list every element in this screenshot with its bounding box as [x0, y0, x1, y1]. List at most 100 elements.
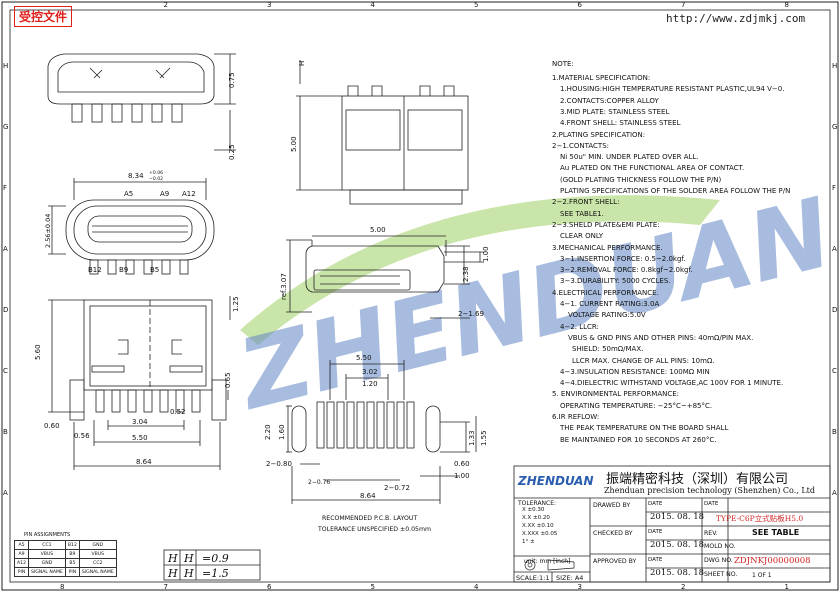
border-bottom-mark: 1	[784, 583, 789, 591]
note-line: 2−2.FRONT SHELL:	[552, 198, 620, 207]
note-line: 3.MID PLATE: STAINLESS STEEL	[560, 107, 670, 116]
border-top-mark: 2	[163, 1, 168, 9]
dim-pcb-272: 2−0.72	[384, 484, 410, 492]
border-right-mark: A	[832, 489, 837, 497]
dim-060: 0.60	[44, 422, 60, 430]
dim-065: 0.65	[224, 372, 232, 388]
border-bottom-mark: 3	[577, 583, 582, 591]
label-b9: B9	[119, 266, 128, 274]
note-line: SHIELD: 50mΩ/MAX.	[572, 345, 644, 354]
pin-cell: VBUS	[78, 549, 117, 559]
see-table-label: SEE TABLE	[752, 528, 800, 537]
dim-125: 1.25	[232, 296, 240, 312]
border-bottom-mark: 5	[370, 583, 375, 591]
dim-pcb-155: 1.55	[480, 430, 488, 446]
h-table-cell: =0.9	[202, 552, 229, 565]
note-line: 1.HOUSING:HIGH TEMPERATURE RESISTANT PLA…	[560, 85, 785, 94]
tolerance-row: X.X ±0.20	[522, 515, 550, 521]
scale-label: SCALE:1:1	[516, 574, 550, 582]
tolerance-row: X.XXX ±0.05	[522, 531, 558, 537]
note-line: 1.MATERIAL SPECIFICATION:	[552, 74, 651, 82]
unit-cone-symbol	[524, 559, 575, 571]
pin-cell: A5	[14, 540, 29, 550]
label-a12: A12	[182, 190, 196, 198]
pin-cell: PIN	[14, 567, 29, 577]
border-bottom-mark: 4	[474, 583, 479, 591]
dim-side-h: H	[298, 61, 306, 66]
company-name-en: Zhenduan precision technology (Shenzhen)…	[604, 486, 815, 495]
controlled-document-badge: 受控文件	[14, 6, 73, 27]
dim-304: 3.04	[132, 418, 148, 426]
note-line: OPERATING TEMPERATURE: −25°C~+85°C.	[560, 401, 713, 410]
note-line: 2.CONTACTS:COPPER ALLOY	[560, 96, 659, 105]
label-a9: A9	[160, 190, 169, 198]
note-line: 4−1. CURRENT RATING:3.0A	[560, 300, 660, 308]
border-bottom-mark: 8	[60, 583, 65, 591]
dim-pcb-100: 1.00	[454, 472, 470, 480]
dim-834-tol-minus: −0.02	[149, 176, 163, 182]
dim-256: 2.56±0.04	[44, 214, 52, 248]
dwg-no-label: DWG NO.	[704, 557, 733, 564]
rev-label: REV.	[704, 530, 718, 537]
top-view	[47, 53, 236, 151]
pin-cell: CC2	[78, 558, 117, 568]
note-line: 3−1.INSERTION FORCE: 0.5~2.0kgf.	[560, 254, 686, 263]
dim-pcb-060: 0.60	[454, 460, 470, 468]
dim-iso-100: 1.00	[482, 246, 490, 262]
title-block-grid	[513, 465, 831, 583]
tolerance-label: TOLERANCE:	[518, 500, 557, 507]
note-line: NOTE:	[552, 60, 574, 68]
note-line: 3.MECHANICAL PERFORMANCE.	[552, 243, 663, 252]
dim-pcb-276: 2−0.76	[308, 479, 330, 486]
note-line: VOLTAGE RATING:5.0V	[568, 311, 646, 320]
note-line: 4−3.INSULATION RESISTANCE: 100MΩ MIN	[560, 367, 710, 376]
note-line: 3−2.REMOVAL FORCE: 0.8kgf~2.0kgf.	[560, 266, 693, 275]
tolerance-row: X.XX ±0.10	[522, 523, 554, 529]
h-table-cell: H	[184, 552, 194, 565]
h-table-grid	[163, 549, 261, 581]
unit-label: unit: mm [inch]	[524, 558, 571, 565]
dim-pcb-120: 1.20	[362, 380, 378, 388]
pin-cell: A9	[14, 549, 29, 559]
h-table-cell: H	[184, 567, 194, 580]
note-line: 5. ENVIRONMENTAL PERFORMANCE:	[552, 390, 680, 399]
dim-550: 5.50	[132, 434, 148, 442]
label-b12: B12	[88, 266, 102, 274]
pin-cell: SIGNAL NAME	[78, 567, 117, 577]
tolerance-row: X ±0.30	[522, 507, 545, 513]
date-label-1: DATE	[648, 501, 663, 507]
border-left-mark: H	[3, 62, 9, 70]
sheet-count: 1 OF 1	[752, 572, 772, 579]
border-left-mark: B	[3, 428, 8, 436]
border-right-mark: C	[832, 367, 837, 375]
h-table-cell: H	[168, 567, 178, 580]
border-left-mark: A	[3, 245, 8, 253]
connector-side-profile	[286, 235, 484, 319]
pin-cell: SIGNAL NAME	[28, 567, 66, 577]
dim-iso-238: 2.38	[462, 266, 470, 282]
dim-025: 0.25	[228, 144, 236, 160]
border-right-mark: A	[832, 245, 837, 253]
note-line: THE PEAK TEMPERATURE ON THE BOARD SHALL	[560, 424, 729, 433]
pin-cell: B5	[64, 558, 80, 568]
note-line: 4−2. LLCR:	[560, 322, 599, 331]
website-url[interactable]: http://www.zdjmkj.com	[666, 12, 806, 25]
approved-date: 2015. 08. 18	[650, 568, 705, 578]
pcb-layout	[286, 360, 477, 504]
border-top-mark: 4	[370, 1, 375, 9]
border-right-mark: B	[832, 428, 837, 436]
tolerance-row: 1° ±	[522, 539, 535, 545]
border-bottom-mark: 6	[267, 583, 272, 591]
note-line: 4−4.DIELECTRIC WITHSTAND VOLTAGE,AC 100V…	[560, 379, 784, 388]
front-face-view	[48, 178, 215, 275]
border-right-mark: H	[832, 62, 838, 70]
front-elevation-view	[48, 296, 231, 470]
border-bottom-mark: 7	[163, 583, 168, 591]
notes-block: NOTE: 1.MATERIAL SPECIFICATION: 1.HOUSING:…	[552, 60, 830, 460]
label-a5: A5	[124, 190, 133, 198]
note-line: 2−1.CONTACTS:	[552, 141, 609, 150]
pcb-tolerance-caption: TOLERANCE UNSPECIFIED ±0.05mm	[317, 526, 431, 533]
